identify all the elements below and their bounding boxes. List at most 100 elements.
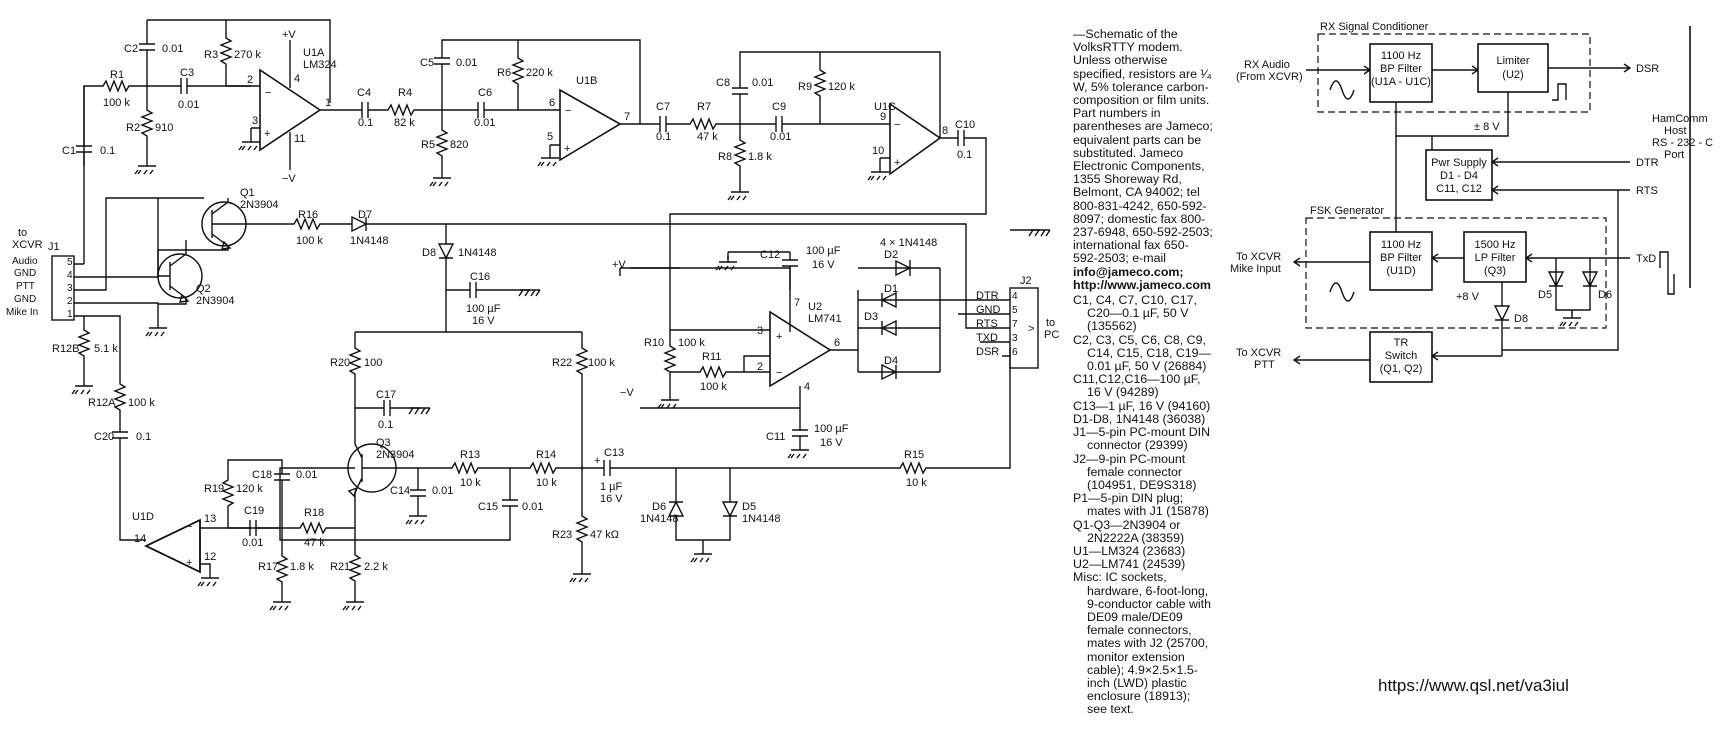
r16-value: 100 k [296, 235, 323, 247]
svg-text:1500 Hz: 1500 Hz [1475, 239, 1516, 251]
diode-note: 4 × 1N4148 [880, 237, 937, 249]
q1-label: Q1 [240, 187, 255, 199]
c10-value: 0.1 [957, 149, 972, 161]
d8-label: D8 [422, 247, 436, 259]
c12-value: 100 µF [806, 245, 841, 257]
c4-value: 0.1 [358, 117, 373, 129]
svg-text:+: + [564, 143, 570, 155]
svg-text:LP Filter: LP Filter [1475, 252, 1516, 264]
rx-title: RX Signal Conditioner [1320, 21, 1429, 33]
svg-text:DSR: DSR [976, 346, 999, 358]
u1a-value: LM324 [303, 59, 337, 71]
c2-label: C2 [124, 43, 138, 55]
q3-value: 2N3904 [376, 449, 415, 461]
svg-text:PTT: PTT [16, 281, 35, 292]
parts-list-item: Misc: IC sockets, hardware, 6-foot-long,… [1073, 570, 1211, 717]
r23-value: 47 kΩ [590, 529, 619, 541]
parts-list-item: P1—5-pin DIN plug; mates with J1 (15878) [1073, 491, 1209, 519]
svg-text:3: 3 [67, 283, 73, 294]
svg-text:D1 - D4: D1 - D4 [1440, 170, 1478, 182]
r21-label: R21 [330, 561, 350, 573]
svg-text:(Q1, Q2): (Q1, Q2) [1380, 363, 1423, 375]
parts-list-item: C1, C4, C7, C10, C17, C20—0.1 µF, 50 V (… [1073, 293, 1197, 334]
d2-label: D2 [884, 249, 898, 261]
notes-web: http://www.jameco.com [1073, 277, 1211, 292]
c17-value: 0.1 [378, 419, 393, 431]
r3-label: R3 [204, 49, 218, 61]
c3-label: C3 [180, 67, 194, 79]
schematic-main: C2 0.01 R3 270 k R1 100 k C3 0.01 R2 910… [6, 19, 1059, 611]
svg-text:6: 6 [549, 97, 555, 109]
r12b-label: R12B [52, 343, 80, 355]
svg-text:−: − [565, 105, 571, 117]
r12b-value: 5.1 k [94, 343, 118, 355]
c18-value: 0.01 [296, 469, 317, 481]
lp-filter-block [1463, 231, 1527, 283]
r20-label: R20 [330, 357, 350, 369]
to-ptt-label: To XCVR [1236, 347, 1281, 359]
c15-value: 0.01 [522, 501, 543, 513]
svg-text:8: 8 [942, 125, 948, 137]
notes-email: info@jameco.com; [1073, 264, 1184, 279]
d8-block-label: D8 [1514, 313, 1528, 325]
c9-label: C9 [772, 101, 786, 113]
svg-text:RS - 232 - C: RS - 232 - C [1652, 137, 1713, 149]
svg-text:−: − [894, 119, 900, 131]
svg-text:3: 3 [1012, 333, 1018, 344]
r2-label: R2 [126, 122, 140, 134]
r22-value: 100 k [588, 357, 615, 369]
c8-value: 0.01 [752, 77, 773, 89]
svg-text:(Q3): (Q3) [1484, 265, 1506, 277]
svg-text:−: − [776, 367, 782, 379]
d1-label: D1 [884, 283, 898, 295]
r9-value: 120 k [828, 81, 855, 93]
q3-label: Q3 [376, 437, 391, 449]
c12-value2: 16 V [812, 259, 835, 271]
svg-text:10: 10 [872, 145, 884, 157]
website-credit: https://www.qsl.net/va3iul [1378, 676, 1569, 695]
txd-label: TxD [1636, 253, 1656, 265]
svg-text:3: 3 [757, 325, 763, 337]
r8-label: R8 [718, 151, 732, 163]
d5-block-label: D5 [1538, 289, 1552, 301]
r18-value: 47 k [304, 537, 325, 549]
svg-text:GND: GND [14, 294, 36, 305]
c19-label: C19 [244, 505, 264, 517]
svg-text:GND: GND [14, 268, 36, 279]
svg-text:12: 12 [204, 551, 216, 563]
c3-value: 0.01 [178, 99, 199, 111]
power-supply-block [1425, 149, 1493, 201]
r6-label: R6 [497, 67, 511, 79]
r19-label: R19 [204, 483, 224, 495]
svg-text:−: − [186, 521, 192, 533]
c16-value2: 16 V [472, 315, 495, 327]
svg-text:1: 1 [325, 97, 331, 109]
c5-value: 0.01 [456, 57, 477, 69]
svg-text:3: 3 [252, 115, 258, 127]
r5-label: R5 [421, 139, 435, 151]
svg-text:4: 4 [804, 381, 810, 393]
q2-label: Q2 [196, 283, 211, 295]
svg-text:14: 14 [134, 533, 146, 545]
svg-text:+: + [264, 128, 270, 140]
svg-text:Switch: Switch [1385, 350, 1417, 362]
c19-value: 0.01 [242, 537, 263, 549]
q2-value: 2N3904 [196, 295, 235, 307]
dtr-label: DTR [1636, 157, 1659, 169]
parts-list-item: U1—LM324 (23683) [1073, 543, 1186, 558]
svg-text:to: to [18, 227, 27, 239]
svg-text:TXD: TXD [976, 332, 998, 344]
svg-text:2: 2 [67, 296, 73, 307]
svg-text:RTS: RTS [976, 318, 998, 330]
tr-switch-block [1369, 331, 1433, 383]
svg-text:Mike In: Mike In [6, 307, 38, 318]
c9-value: 0.01 [770, 131, 791, 143]
u2-label: U2 [808, 301, 822, 313]
r9-label: R9 [798, 81, 812, 93]
r4-label: R4 [398, 87, 412, 99]
c14-label: C14 [390, 485, 410, 497]
j2-label: J2 [1020, 275, 1032, 287]
svg-text:PC: PC [1044, 329, 1059, 341]
r5-value: 820 [450, 139, 468, 151]
r16-label: R16 [298, 209, 318, 221]
